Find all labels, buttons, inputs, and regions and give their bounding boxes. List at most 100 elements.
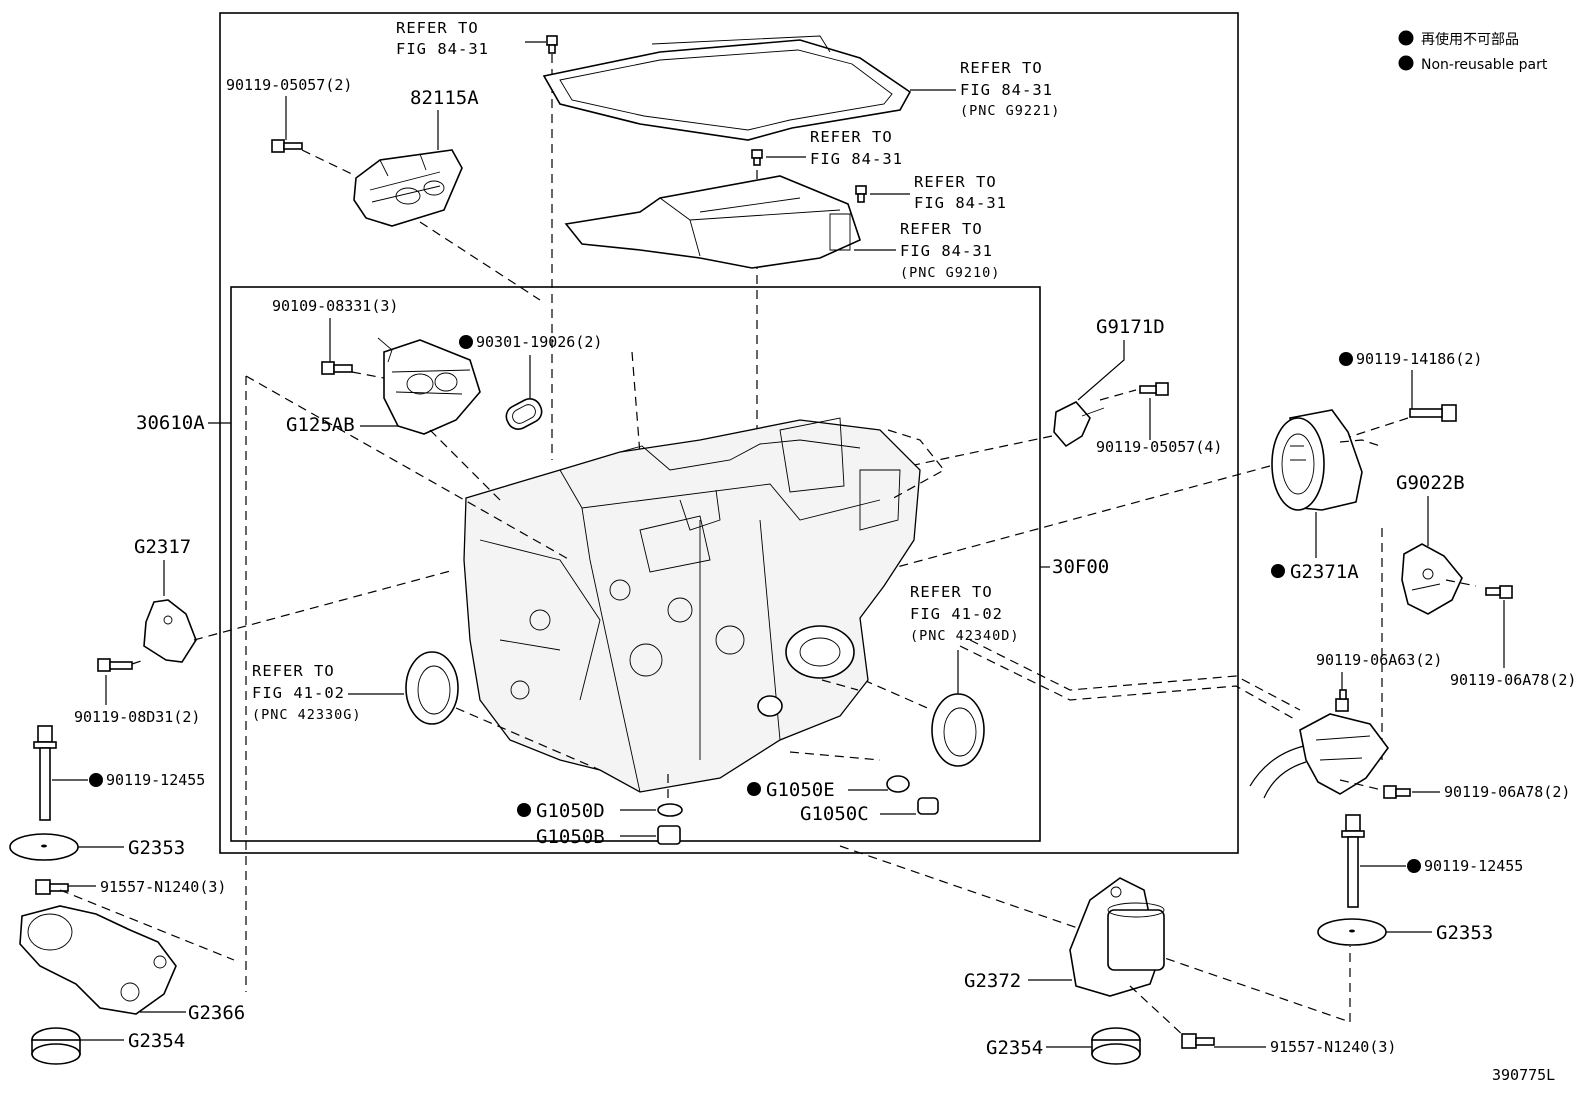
refer-top-left-line2: FIG 84-31 [396,40,489,58]
label-90119-08D31-2: 90119-08D31(2) [74,708,200,726]
label-90119-05057-2: 90119-05057(2) [226,76,352,94]
refer-pan-line3: (PNC G9221) [960,103,1060,119]
label-30F00: 30F00 [1052,556,1109,578]
refer-seal-right-line2: FIG 41-02 [910,605,1003,623]
long-bolt-icon [33,725,57,821]
label-G9171D: G9171D [1096,316,1165,338]
refer-bolt2-line1: REFER TO [810,128,893,146]
bolt-icon [1383,785,1411,799]
label-30610A: 30610A [136,412,205,434]
oil-filter-cover-icon [377,337,481,435]
legend-bullet-icon [1398,55,1414,71]
label-G1050E: G1050E [766,779,835,801]
screw-icon [855,185,867,203]
label-90301-19026-2: 90301-19026(2) [476,333,602,351]
label-G1050D: G1050D [536,800,605,822]
screw-icon [751,149,763,166]
gasket-G1050E-icon [886,775,910,793]
plug-G1050C-icon [917,797,939,815]
label-G2354-right: G2354 [986,1037,1043,1059]
refer-valve-line1: REFER TO [900,220,983,238]
legend-japanese: 再使用不可部品 [1421,31,1519,48]
label-G1050C: G1050C [800,803,869,825]
refer-valve-line3: (PNC G9210) [900,265,1000,281]
label-90119-12455-left: 90119-12455 [106,771,205,789]
label-G2353-left: G2353 [128,837,185,859]
legend-bullet-icon [1398,30,1414,46]
bolt-icon [1409,404,1457,422]
refer-top-left-line1: REFER TO [396,19,479,37]
refer-valve-line2: FIG 84-31 [900,242,993,260]
bolt-icon [1485,585,1513,599]
washer-icon [1317,918,1387,946]
label-G2366: G2366 [188,1002,245,1024]
label-90119-06A78-2-a: 90119-06A78(2) [1450,671,1576,689]
illustration-number: 390775L [1492,1066,1555,1084]
label-G1050B: G1050B [536,826,605,848]
refer-bolt2-line2: FIG 84-31 [810,150,903,168]
mount-cap-G2354-left-icon [31,1027,81,1065]
label-91557-N1240-right: 91557-N1240(3) [1270,1038,1396,1056]
non-reusable-bullet-icon [459,335,473,349]
label-90109-08331-3: 90109-08331(3) [272,297,398,315]
engine-mount-G2366-icon [19,905,177,1015]
label-G2317: G2317 [134,536,191,558]
bolt-icon [97,658,133,672]
engine-mount-G2372-icon [1069,877,1165,997]
refer-seal-left-line1: REFER TO [252,662,335,680]
refer-bolt3-line2: FIG 84-31 [914,194,1007,212]
label-90119-06A63-2: 90119-06A63(2) [1316,651,1442,669]
oil-seal-left-icon [405,651,459,725]
label-G2353-right: G2353 [1436,922,1493,944]
bolt-icon [1181,1033,1215,1049]
refer-bolt3-line1: REFER TO [914,173,997,191]
label-90119-14186-2: 90119-14186(2) [1356,350,1482,368]
plug-G1050B-icon [657,825,681,845]
non-reusable-bullet-icon [1271,564,1285,578]
oil-seal-right-icon [931,693,985,767]
oil-pan-icon [542,35,912,141]
bolt-icon [271,139,303,153]
refer-pan-line1: REFER TO [960,59,1043,77]
legend-english: Non-reusable part [1421,57,1548,73]
valve-body-icon [564,175,861,269]
connector-82115A-icon [353,149,463,227]
bracket-G2317-icon [143,599,197,663]
label-90119-06A78-2-b: 90119-06A78(2) [1444,783,1570,801]
label-91557-N1240-left: 91557-N1240(3) [100,878,226,896]
refer-seal-right-line3: (PNC 42340D) [910,628,1020,644]
label-G125AB: G125AB [286,414,355,436]
non-reusable-bullet-icon [1407,859,1421,873]
label-90119-12455-right: 90119-12455 [1424,857,1523,875]
mount-cap-G2354-right-icon [1091,1027,1141,1065]
screw-icon [546,35,558,54]
refer-seal-left-line2: FIG 41-02 [252,684,345,702]
label-G9022B: G9022B [1396,472,1465,494]
sensor-G9171D-icon [1053,401,1105,448]
bolt-icon [1139,382,1169,396]
label-90119-05057-4: 90119-05057(4) [1096,438,1222,456]
non-reusable-bullet-icon [89,773,103,787]
label-G2371A: G2371A [1290,561,1359,583]
bolt-icon [321,361,353,375]
transaxle-case-icon [463,417,921,793]
label-G2354-left: G2354 [128,1030,185,1052]
non-reusable-bullet-icon [747,782,761,796]
gasket-G1050D-icon [657,803,683,817]
outer-assembly-frame [219,12,1239,854]
bolt-icon [35,879,69,895]
non-reusable-bullet-icon [1339,352,1353,366]
long-bolt-icon [1341,814,1365,908]
label-G2372: G2372 [964,970,1021,992]
refer-seal-left-line3: (PNC 42330G) [252,707,362,723]
o-ring-icon [505,398,543,430]
bracket-G9022B-icon [1401,543,1463,615]
refer-pan-line2: FIG 84-31 [960,81,1053,99]
cable-bracket-icon [1249,713,1389,799]
non-reusable-bullet-icon [517,803,531,817]
label-82115A: 82115A [410,87,479,109]
motor-G2371A-icon [1271,409,1363,511]
washer-icon [9,833,79,861]
inner-case-frame [230,286,1041,842]
